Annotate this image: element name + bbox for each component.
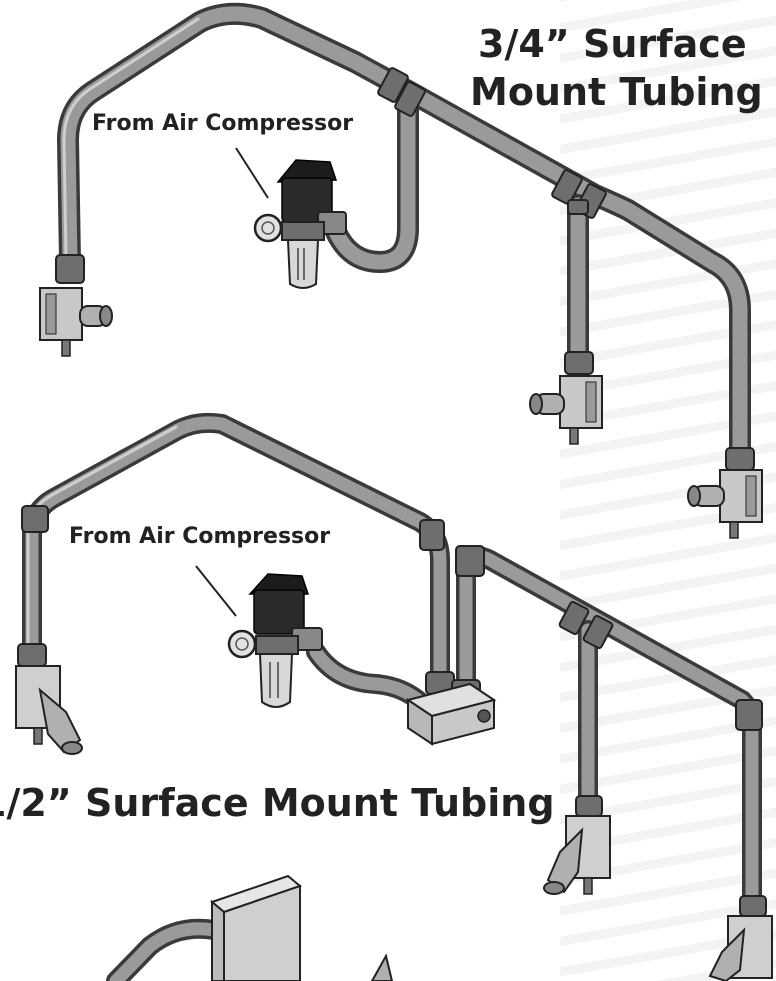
top-outlet-right	[687, 469, 763, 539]
bottom-filter-regulator	[227, 573, 323, 708]
bottom-source-label: From Air Compressor	[69, 524, 331, 549]
top-fittings	[55, 67, 755, 471]
bottom-system-title: 1/2” Surface Mount Tubing	[0, 781, 555, 825]
top-system-title-line1: 3/4” Surface	[478, 22, 747, 66]
top-outlet-left	[39, 287, 113, 357]
top-main-pipe	[57, 2, 751, 471]
top-piping-system	[39, 2, 763, 539]
bottom-fittings	[17, 505, 767, 917]
bottom-regulator-pipe	[306, 642, 428, 710]
bottom-source-leader-line	[195, 565, 237, 617]
top-filter-regulator	[253, 159, 347, 289]
top-regulator-drop-pipe	[325, 89, 419, 273]
top-source-leader-line	[235, 147, 269, 199]
top-source-label: From Air Compressor	[92, 111, 354, 136]
bottom-outlet-left	[15, 665, 83, 755]
top-outlet-middle	[529, 375, 603, 445]
bottom-outlet-right	[708, 915, 773, 981]
bottom-piping-system	[15, 412, 773, 981]
partial-third-system	[106, 874, 394, 981]
bottom-manifold-block	[405, 682, 497, 746]
top-system-title-line2: Mount Tubing	[470, 70, 763, 114]
bottom-outlet-middle	[543, 815, 611, 895]
